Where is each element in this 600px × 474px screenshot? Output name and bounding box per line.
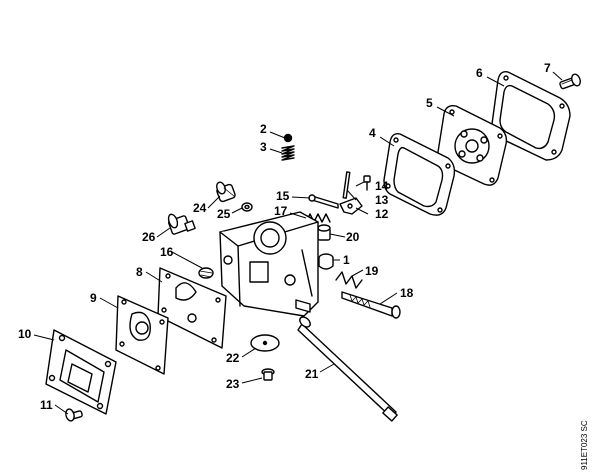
callout-8: 8 xyxy=(136,265,143,279)
part-20-valve xyxy=(317,224,331,241)
callout-20: 20 xyxy=(346,230,360,244)
callout-17: 17 xyxy=(274,204,288,218)
part-14-screw xyxy=(363,175,371,191)
part-21-shaft xyxy=(297,316,398,422)
part-10-cover xyxy=(45,329,117,415)
callout-3: 3 xyxy=(260,140,267,154)
callout-24: 24 xyxy=(193,201,207,215)
callout-11: 11 xyxy=(40,398,53,412)
part-1-cup xyxy=(318,253,334,270)
part-23-screw xyxy=(261,368,275,381)
callout-23: 23 xyxy=(226,377,240,391)
callout-18: 18 xyxy=(400,286,414,300)
callout-25: 25 xyxy=(217,207,231,221)
part-18-adjusting-screw xyxy=(341,291,401,319)
callout-19: 19 xyxy=(365,264,379,278)
part-22-disc xyxy=(250,334,280,352)
callout-4: 4 xyxy=(369,126,376,140)
part-15-pin xyxy=(308,194,339,209)
callout-26: 26 xyxy=(142,230,156,244)
drawing-code: 911ET023 SC xyxy=(580,420,589,470)
part-11-screw xyxy=(65,408,83,422)
callout-22: 22 xyxy=(226,351,240,365)
part-2-ball xyxy=(283,133,293,143)
part-12-lever xyxy=(339,197,363,215)
callout-labels: 6 7 5 4 2 3 24 25 26 15 17 14 13 12 20 1… xyxy=(18,61,551,412)
part-3-spring xyxy=(281,145,295,161)
part-16-screen xyxy=(198,267,214,279)
part-6-gasket xyxy=(491,70,571,161)
carburetor-body xyxy=(219,211,319,317)
callout-7: 7 xyxy=(544,61,551,75)
part-9-diaphragm xyxy=(115,295,169,375)
part-13-shaft xyxy=(342,171,351,199)
part-26-fitting xyxy=(167,213,196,235)
callout-12: 12 xyxy=(375,207,389,221)
callout-1: 1 xyxy=(343,253,350,267)
part-17-spring xyxy=(305,213,331,223)
callout-21: 21 xyxy=(305,367,319,381)
callout-16: 16 xyxy=(160,245,174,259)
leader-lines xyxy=(33,71,563,415)
callout-6: 6 xyxy=(476,66,483,80)
part-4-gasket xyxy=(383,132,456,216)
part-5-diaphragm xyxy=(437,104,508,186)
callout-9: 9 xyxy=(90,291,97,305)
part-7-screw xyxy=(559,73,581,90)
part-19-spring xyxy=(335,271,363,289)
callout-13: 13 xyxy=(375,193,389,207)
part-25-washer xyxy=(241,202,253,212)
callout-10: 10 xyxy=(18,327,32,341)
callout-2: 2 xyxy=(260,122,267,136)
callout-5: 5 xyxy=(426,96,433,110)
part-24-fitting xyxy=(216,181,236,203)
callout-15: 15 xyxy=(276,189,290,203)
part-8-gasket xyxy=(157,267,227,349)
callout-14: 14 xyxy=(375,179,389,193)
